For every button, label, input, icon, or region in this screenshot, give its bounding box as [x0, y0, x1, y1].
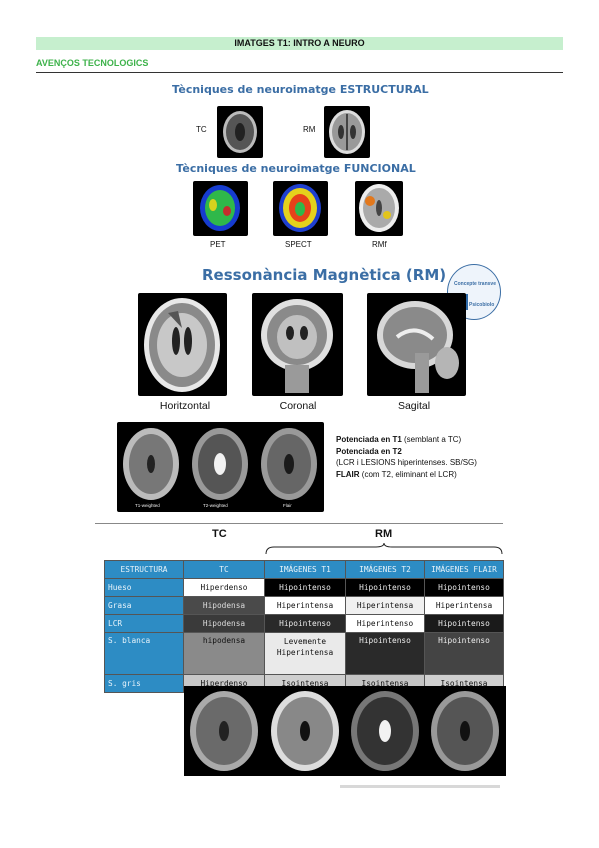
rmf-scan-image [355, 181, 403, 236]
section-divider [36, 72, 563, 73]
mri-title: Ressonància Magnètica (RM) [202, 266, 447, 284]
logo-bottom-text: Psicobiolo [469, 302, 495, 308]
table-row: Hueso Hiperdenso Hipointenso Hipointenso… [104, 578, 504, 597]
row-label: Grasa [104, 596, 184, 615]
header-cell: TC [183, 560, 265, 579]
tissue-scan-strip [184, 686, 506, 776]
tissue-comparison-table: ESTRUCTURA TC IMÁGENES T1 IMÁGENES T2 IM… [104, 560, 504, 693]
structural-title: Tècniques de neuroimatge ESTRUCTURAL [172, 83, 429, 96]
section-title: AVENÇOS TECNOLOGICS [36, 58, 149, 68]
row-label: S. blanca [104, 632, 184, 675]
rm-brace [265, 542, 503, 555]
tc-heading: TC [212, 528, 227, 540]
flair-caption: Flair [283, 503, 292, 508]
logo-top-text: Concepte transve [454, 281, 496, 287]
flair-line: FLAIR (com T2, eliminant el LCR) [336, 469, 457, 479]
tc-cell: hipodensa [183, 632, 265, 675]
tc-scan-image [217, 106, 263, 158]
functional-title: Tècniques de neuroimatge FUNCIONAL [176, 162, 416, 175]
spect-label: SPECT [285, 240, 312, 249]
flair-cell: Hipointenso [424, 632, 504, 675]
row-label: S. gris [104, 674, 184, 693]
t1-cell: Hipointenso [264, 578, 346, 597]
tc-cell: Hipodensa [183, 596, 265, 615]
header-cell: IMÁGENES FLAIR [424, 560, 504, 579]
header-cell: IMÁGENES T1 [264, 560, 346, 579]
t1-caption: T1-weighted [135, 503, 160, 508]
tc-cell: Hipodensa [183, 614, 265, 633]
rmf-label: RMf [372, 240, 387, 249]
t2-note: (LCR i LESIONS hiperintenses. SB/SG) [336, 458, 477, 467]
figure-separator [95, 523, 503, 524]
header-cell: ESTRUCTURA [104, 560, 184, 579]
t2-cell: Hipointenso [345, 578, 425, 597]
image-credit-line [340, 785, 500, 788]
t2-cell: Hiperintenso [345, 614, 425, 633]
t1-line: Potenciada en T1 (semblant a TC) [336, 435, 462, 444]
t2-cell: Hiperintensa [345, 596, 425, 615]
table-row: Grasa Hipodensa Hiperintensa Hiperintens… [104, 596, 504, 615]
horizontal-mri-image [138, 293, 227, 396]
t2-caption: T2-weighted [203, 503, 228, 508]
t2-line: Potenciada en T2 [336, 446, 402, 456]
t1-cell: Hipointenso [264, 614, 346, 633]
sagittal-label: Sagital [397, 400, 431, 412]
pet-label: PET [210, 240, 226, 249]
table-row: LCR Hipodensa Hipointenso Hiperintenso H… [104, 614, 504, 633]
table-header-row: ESTRUCTURA TC IMÁGENES T1 IMÁGENES T2 IM… [104, 560, 504, 579]
rm-scan-image [324, 106, 370, 158]
horizontal-label: Horitzontal [159, 400, 211, 412]
tc-cell: Hiperdenso [183, 578, 265, 597]
spect-scan-image [273, 181, 328, 236]
row-label: LCR [104, 614, 184, 633]
weighting-comparison-image: T1-weighted T2-weighted Flair [117, 422, 324, 512]
row-label: Hueso [104, 578, 184, 597]
header-cell: IMÁGENES T2 [345, 560, 425, 579]
t2-cell: Hipointenso [345, 632, 425, 675]
tc-label: TC [196, 125, 207, 134]
coronal-mri-image [252, 293, 343, 396]
rm-label: RM [303, 125, 316, 134]
t1-cell: Hiperintensa [264, 596, 346, 615]
flair-cell: Hipointenso [424, 578, 504, 597]
flair-cell: Hiperintensa [424, 596, 504, 615]
rm-heading: RM [375, 528, 393, 540]
coronal-label: Coronal [279, 400, 317, 412]
pet-scan-image [193, 181, 248, 236]
flair-cell: Hipointenso [424, 614, 504, 633]
sagittal-mri-image [367, 293, 466, 396]
weighting-legend: Potenciada en T1 (semblant a TC) Potenci… [336, 434, 477, 480]
document-header: IMATGES T1: INTRO A NEURO [36, 37, 563, 50]
